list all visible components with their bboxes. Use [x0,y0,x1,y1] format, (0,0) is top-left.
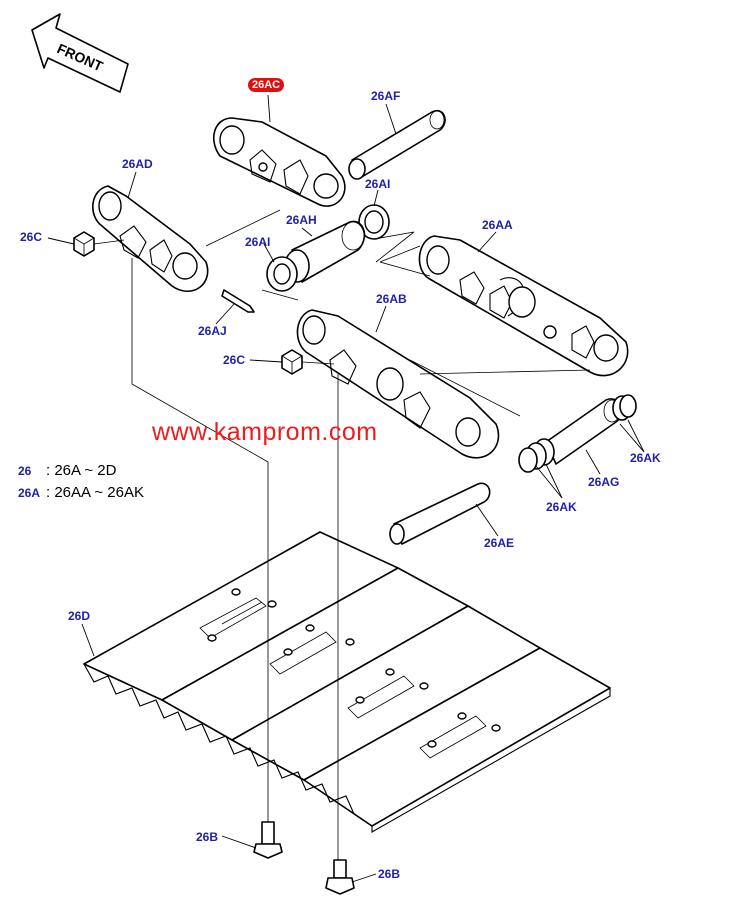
label-26AI-left: 26AI [245,235,271,249]
part-26AI-left-ring [261,256,299,301]
label-26AK-left: 26AK [546,500,577,514]
watermark-text: www.kamprom.com [152,418,378,446]
part-26AG-pin [545,398,623,465]
part-26AF-pin [348,109,446,180]
label-26C-mid: 26C [223,353,246,367]
assembly-guide-lines [131,258,339,860]
legend-text: : 26AA ~ 26AK [46,484,144,501]
label-26AH: 26AH [286,213,317,227]
part-26AJ-clip [221,289,255,313]
part-26AD-link [92,185,281,292]
leader-lines [47,94,645,883]
part-26AC-link [212,117,346,207]
part-26AI-top-ring [358,204,415,263]
legend-row-1: 26 : 26A ~ 2D [18,462,116,479]
part-26AB-link [296,309,591,459]
label-26B-right: 26B [378,867,401,881]
label-26AD: 26AD [122,157,153,171]
front-arrow: FRONT [31,13,129,93]
part-26B-bolt-right [325,859,355,895]
label-26C-left: 26C [20,230,43,244]
part-26C-left-nut [73,231,125,257]
label-26AB: 26AB [376,292,407,306]
label-26AI-top: 26AI [365,177,391,191]
legend-code: 26 [18,464,32,478]
legend-row-2: 26A : 26AA ~ 26AK [18,484,144,501]
part-26AK-springs [518,394,637,473]
legend-text: : 26A ~ 2D [46,462,117,479]
part-26D-track-shoes [83,531,611,833]
part-26C-mid-nut [281,349,335,375]
label-26AC: 26AC [248,78,285,92]
part-26AA-link [379,235,629,377]
label-26B-left: 26B [196,830,219,844]
label-26AA: 26AA [482,218,513,232]
part-26B-bolt-left [253,821,283,859]
label-26AK-right: 26AK [630,451,661,465]
label-26AJ: 26AJ [198,324,227,338]
legend-code: 26A [18,486,41,500]
label-26D: 26D [68,609,91,623]
label-26AE: 26AE [484,536,515,550]
label-26AG: 26AG [588,475,620,489]
label-26AF: 26AF [371,89,401,103]
part-26AE-pin [389,482,491,545]
